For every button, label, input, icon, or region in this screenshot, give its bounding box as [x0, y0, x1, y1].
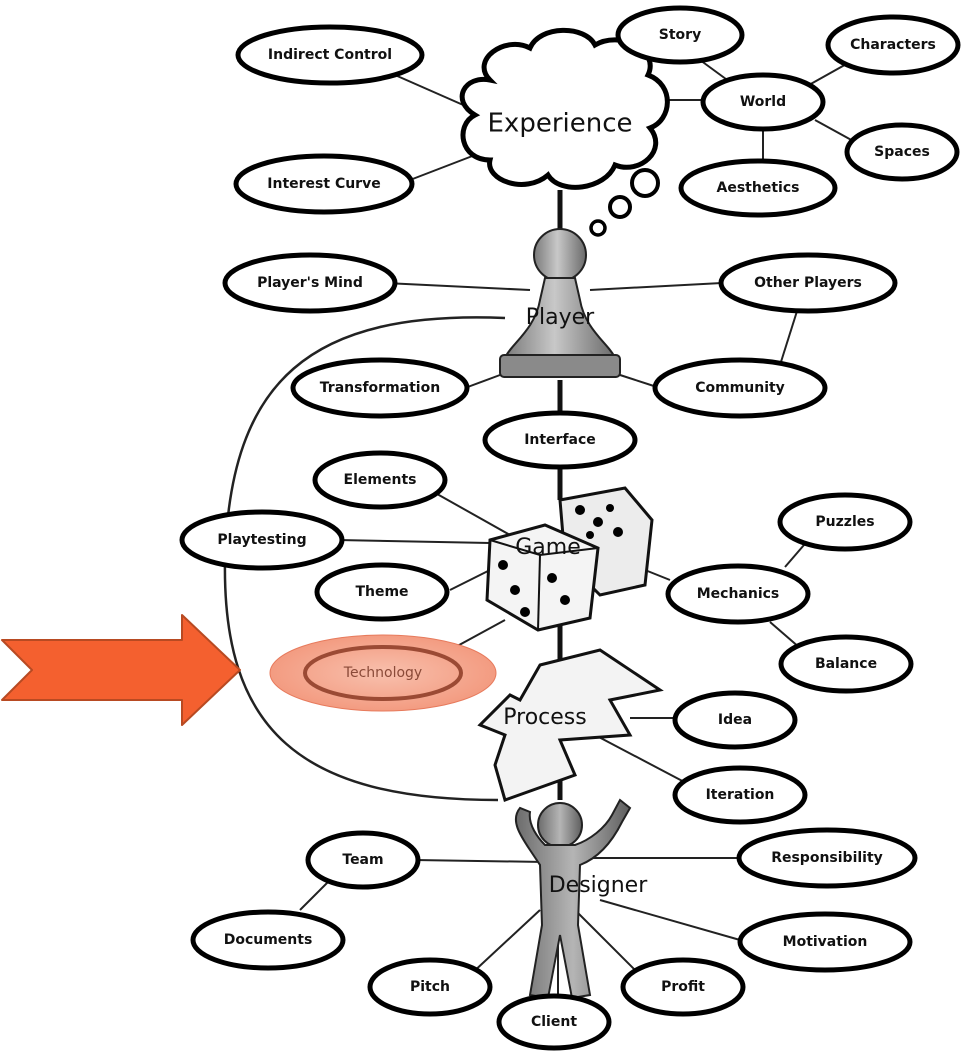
node-label: Interest Curve [267, 176, 380, 192]
node-indirect-control[interactable]: Indirect Control [235, 24, 425, 86]
game-label: Game [515, 535, 581, 560]
node-story[interactable]: Story [615, 5, 745, 65]
node-elements[interactable]: Elements [312, 450, 448, 510]
node-label: Playtesting [217, 532, 306, 548]
node-label: Player's Mind [257, 275, 363, 291]
node-label: Puzzles [815, 514, 874, 530]
node-profit[interactable]: Profit [620, 957, 746, 1017]
designer-label: Designer [549, 873, 648, 898]
node-label: Profit [661, 979, 705, 995]
node-responsibility[interactable]: Responsibility [736, 827, 918, 889]
dice-icon[interactable]: Game [485, 486, 654, 632]
node-playtesting[interactable]: Playtesting [179, 509, 345, 571]
node-world[interactable]: World [700, 72, 826, 132]
node-motivation[interactable]: Motivation [737, 911, 913, 973]
node-label: Pitch [410, 979, 450, 995]
experience-cloud[interactable]: Experience [459, 27, 670, 190]
node-interest-curve[interactable]: Interest Curve [233, 153, 415, 215]
node-label: Transformation [320, 380, 440, 396]
node-label: Spaces [874, 144, 930, 160]
node-transformation[interactable]: Transformation [290, 357, 470, 419]
node-characters[interactable]: Characters [825, 14, 961, 76]
pawn-icon[interactable]: Player [499, 228, 621, 378]
node-label: Documents [224, 932, 313, 948]
highlight-arrow-icon [1, 614, 241, 726]
node-label: Other Players [754, 275, 862, 291]
player-label: Player [526, 305, 595, 330]
node-community[interactable]: Community [652, 357, 828, 419]
node-mechanics[interactable]: Mechanics [665, 563, 811, 625]
node-label: Motivation [783, 934, 868, 950]
node-balance[interactable]: Balance [778, 634, 914, 694]
node-label: Balance [815, 656, 877, 672]
node-label: Client [531, 1014, 577, 1030]
node-players-mind[interactable]: Player's Mind [222, 252, 398, 314]
node-label: Story [659, 27, 701, 43]
node-idea[interactable]: Idea [672, 690, 798, 750]
node-label: Technology [343, 665, 422, 681]
node-technology[interactable]: Technology [269, 634, 497, 712]
node-label: Characters [850, 37, 936, 53]
node-iteration[interactable]: Iteration [672, 765, 808, 825]
node-label: Iteration [706, 787, 775, 803]
node-label: Team [342, 852, 383, 868]
node-other-players[interactable]: Other Players [718, 252, 898, 314]
node-label: Idea [718, 712, 752, 728]
node-label: Aesthetics [717, 180, 800, 196]
node-label: Community [695, 380, 785, 396]
node-theme[interactable]: Theme [314, 562, 450, 622]
node-spaces[interactable]: Spaces [844, 122, 960, 182]
designer-figure-icon[interactable]: Designer [514, 798, 648, 1000]
node-puzzles[interactable]: Puzzles [777, 492, 913, 552]
node-label: Theme [355, 584, 408, 600]
node-label: Indirect Control [268, 47, 392, 63]
node-client[interactable]: Client [496, 993, 612, 1051]
lightning-icon[interactable]: Process [477, 648, 664, 802]
node-documents[interactable]: Documents [190, 909, 346, 971]
node-label: Mechanics [697, 586, 780, 602]
node-label: Responsibility [771, 850, 883, 866]
thought-bubbles-icon [589, 168, 660, 237]
node-team[interactable]: Team [305, 830, 421, 890]
node-label: Interface [524, 432, 596, 448]
process-label: Process [503, 705, 586, 730]
experience-label: Experience [488, 109, 633, 139]
node-label: Elements [344, 472, 417, 488]
node-aesthetics[interactable]: Aesthetics [678, 158, 838, 218]
node-label: World [740, 94, 786, 110]
node-interface[interactable]: Interface [482, 410, 638, 470]
node-pitch[interactable]: Pitch [367, 957, 493, 1017]
